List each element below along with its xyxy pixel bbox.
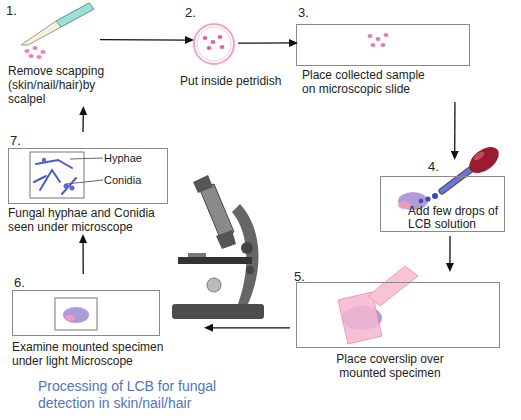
step-group: 3. Place collected sample on microscopic … xyxy=(296,4,474,100)
flow-arrow xyxy=(238,42,294,44)
mounted-specimen xyxy=(55,298,97,330)
flow-arrow xyxy=(82,238,84,274)
step-caption: Place coverslip over mounted specimen xyxy=(315,352,465,380)
flow-arrow xyxy=(208,327,290,328)
coverslip xyxy=(338,266,418,344)
step-number: 4. xyxy=(428,160,448,174)
step-caption: Fungal hyphae and Conidia seen under mic… xyxy=(8,206,168,234)
step-number: 2. xyxy=(185,6,205,20)
step-caption: Examine mounted specimen under light Mic… xyxy=(12,340,172,368)
step-caption: Remove scapping (skin/nail/hair)by scalp… xyxy=(8,64,126,106)
step-group: 5. Place coverslip over mounted specimen xyxy=(292,270,506,388)
scraping-dots xyxy=(24,46,45,59)
step-caption: Put inside petridish xyxy=(180,74,292,88)
step-group: 6. Examine mounted specimen under light M… xyxy=(8,276,206,372)
dropper xyxy=(419,142,504,204)
microscope-field xyxy=(30,152,103,198)
flow-arrow xyxy=(454,102,456,156)
step-number: 5. xyxy=(294,270,314,284)
microscope-slide xyxy=(12,290,160,336)
step-group: 1. Remove scapping (skin/nail/hair)by sca… xyxy=(4,4,134,108)
part-label: Hyphae xyxy=(104,151,142,165)
step-number: 1. xyxy=(6,4,26,18)
petri-dish-outline xyxy=(192,22,236,66)
slide-dots xyxy=(368,33,389,47)
step-group: 7. Fungal hyphae and Conidia seen under m… xyxy=(4,134,170,236)
step-caption: Place collected sample on microscopic sl… xyxy=(302,68,434,96)
figure-caption: Processing of LCB for fungal detection i… xyxy=(38,378,270,412)
dish-dots xyxy=(203,35,225,50)
flow-arrow xyxy=(82,110,84,132)
step-group: 2. Put inside petridish xyxy=(172,4,292,92)
flow-arrow xyxy=(449,236,450,268)
petri-dish xyxy=(192,22,236,66)
step-caption: Add few drops of LCB solution xyxy=(408,205,508,231)
microscope-slide xyxy=(8,148,168,204)
microscope xyxy=(172,175,264,319)
illustration-area xyxy=(18,12,98,58)
scalpel-drawing xyxy=(21,3,94,45)
step-number: 7. xyxy=(10,134,30,148)
step-number: 3. xyxy=(298,6,318,20)
microscope-slide xyxy=(296,24,470,66)
part-label: Conidia xyxy=(104,173,141,187)
flow-arrow xyxy=(100,39,190,41)
step-group: 4. Add few drops of LCB solution xyxy=(378,158,508,234)
microscope-slide xyxy=(296,282,500,348)
step-number: 6. xyxy=(14,276,34,290)
